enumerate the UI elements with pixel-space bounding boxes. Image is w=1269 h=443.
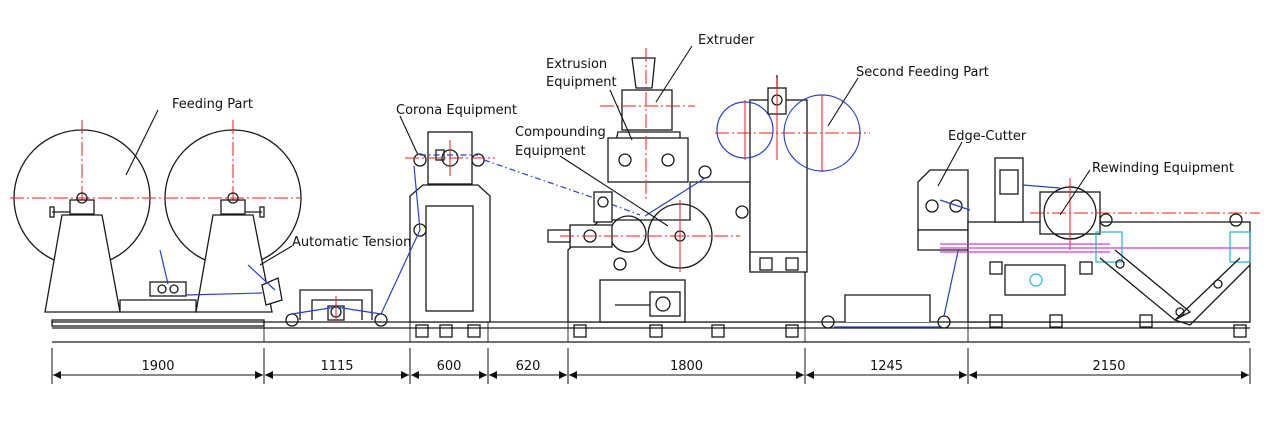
dimension-label: 2150 [1092,359,1125,374]
callout-labels: Feeding Part Automatic Tension Corona Eq… [172,33,1234,250]
label-corona-equipment: Corona Equipment [396,103,517,118]
dimension-label: 600 [437,359,462,374]
dimension-segment [411,371,487,379]
dimension-label: 620 [516,359,541,374]
label-extrusion-equipment-line2: Equipment [546,75,617,90]
machine-base [51,319,1250,343]
label-compounding-equipment-line1: Compounding [515,125,606,140]
dimension-label: 1900 [141,359,174,374]
dimension-segment [489,371,567,379]
second-feeding-part [715,75,870,273]
dimension-label: 1800 [670,359,703,374]
label-extrusion-equipment-line1: Extrusion [546,57,607,72]
feeding-part [10,120,302,313]
dimension-line: 1900 1115 600 620 1800 1245 2150 [51,348,1251,384]
corona-equipment [380,131,495,338]
dimension-label: 1115 [320,359,353,374]
automatic-tension-unit [285,289,388,327]
label-edge-cutter: Edge-Cutter [948,129,1027,144]
dimension-segment [569,371,804,379]
label-automatic-tension: Automatic Tension [292,235,411,250]
edge-cutter-unit [917,169,971,251]
label-feeding-part: Feeding Part [172,97,253,112]
label-compounding-equipment-line2: Equipment [515,144,586,159]
extrusion-compounding-unit [547,48,806,338]
dimension-segment [265,371,409,379]
dimension-segment [53,371,263,379]
dimension-label: 1245 [870,359,903,374]
rewinding-equipment [940,157,1260,338]
label-extruder: Extruder [698,33,755,48]
leader-lines [125,45,1091,266]
label-second-feeding-part: Second Feeding Part [856,65,989,80]
label-rewinding-equipment: Rewinding Equipment [1092,161,1234,176]
dimension-segment [969,371,1249,379]
dimension-segment [806,371,967,379]
